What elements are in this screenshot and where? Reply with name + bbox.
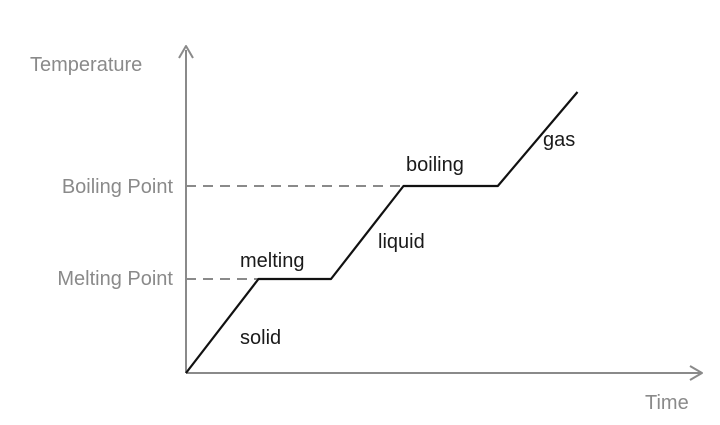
x-axis-title: Time (645, 392, 689, 414)
axes (178, 45, 703, 381)
phase-label-melting: melting (240, 250, 304, 272)
x-axis-arrow-icon (689, 365, 703, 381)
y-tick-label-melting-point: Melting Point (57, 268, 173, 290)
phase-label-liquid: liquid (378, 231, 425, 253)
phase-label-gas: gas (543, 129, 575, 151)
temperature-line (185, 91, 579, 374)
y-tick-label-boiling-point: Boiling Point (62, 176, 174, 198)
phase-label-boiling: boiling (406, 154, 464, 176)
y-axis-arrow-icon (178, 45, 194, 59)
phase-label-solid: solid (240, 327, 281, 349)
y-axis-title: Temperature (30, 54, 142, 76)
